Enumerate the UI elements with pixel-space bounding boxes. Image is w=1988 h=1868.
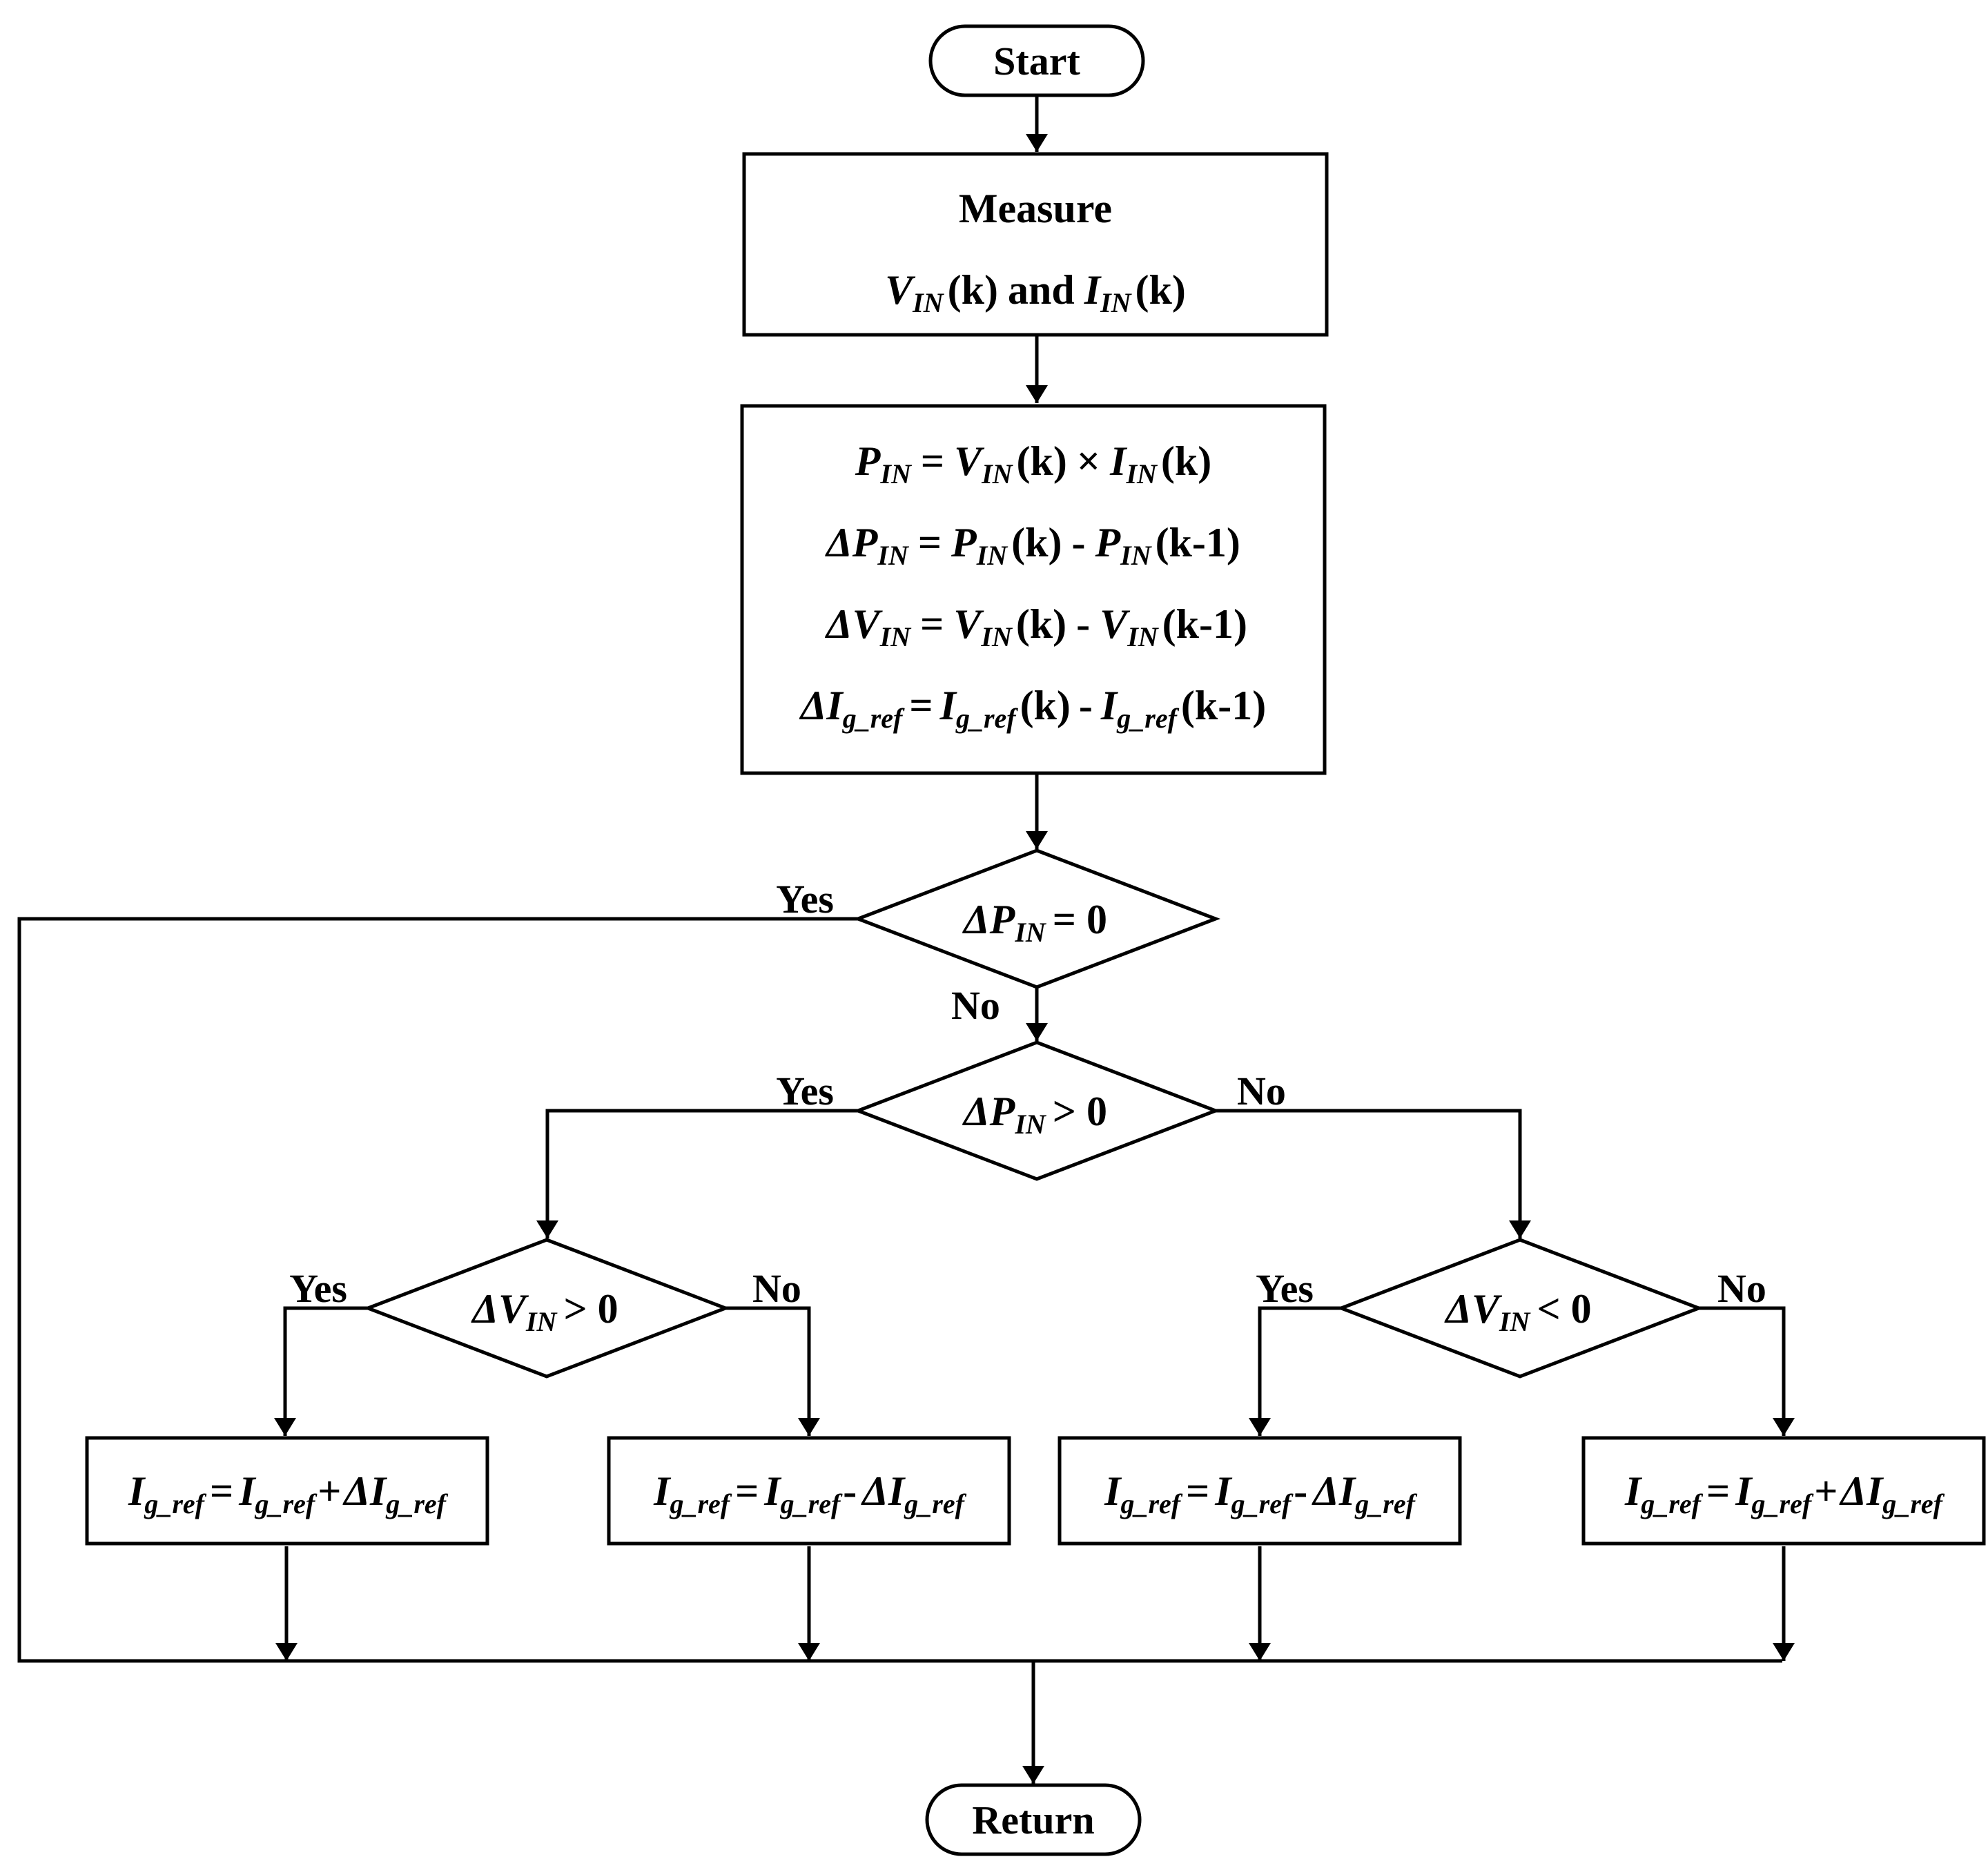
action-box-2: Ig_ref=Ig_ref-ΔIg_ref — [607, 1436, 1011, 1546]
decision-delta-p-zero-text: ΔPIN= 0 — [962, 897, 1107, 948]
decision-delta-v-negative-text: ΔVIN< 0 — [1444, 1286, 1591, 1337]
decision-delta-p-zero: ΔPIN= 0 — [852, 848, 1221, 989]
label-d1-yes: Yes — [776, 877, 834, 922]
decision-delta-p-positive: ΔPIN> 0 — [852, 1040, 1221, 1181]
label-d4-yes: Yes — [1256, 1266, 1314, 1311]
compute-box-shape — [740, 404, 1327, 775]
equation-delta-current-ref: ΔIg_ref=Ig_ref(k)-Ig_ref(k-1) — [799, 683, 1266, 734]
measure-i-argument: (k) — [1136, 267, 1186, 313]
measure-i-symbol: I — [1084, 267, 1102, 313]
measure-v-symbol: V — [885, 267, 916, 313]
label-d1-no: No — [951, 983, 1000, 1028]
action-box-3-text: Ig_ref=Ig_ref-ΔIg_ref — [1104, 1468, 1417, 1519]
action-box-4: Ig_ref=Ig_ref+ΔIg_ref — [1581, 1436, 1986, 1546]
decision-delta-v-positive-shape — [362, 1238, 731, 1379]
measure-box-shape — [742, 152, 1329, 337]
arrow-d4-yes-to-a3 — [1249, 1306, 1341, 1436]
decision-delta-p-positive-text: ΔPIN> 0 — [962, 1089, 1107, 1140]
action-box-2-shape — [607, 1436, 1011, 1546]
action-box-2-text: Ig_ref=Ig_ref-ΔIg_ref — [653, 1468, 966, 1519]
label-d2-yes: Yes — [776, 1069, 834, 1113]
arrow-d3-yes-to-a1 — [274, 1306, 368, 1436]
arrow-d2-no-to-d4 — [1216, 1109, 1531, 1238]
branch-labels: Yes No Yes No Yes No Yes No — [289, 877, 1766, 1311]
return-label: Return — [972, 1798, 1094, 1842]
measure-i-subscript: IN — [1100, 287, 1133, 318]
arrow-d3-no-to-a2 — [725, 1306, 820, 1436]
return-terminal: Return — [925, 1783, 1142, 1856]
measure-v-subscript: IN — [912, 287, 945, 318]
action-box-3-shape — [1058, 1436, 1462, 1546]
decision-delta-v-positive: ΔVIN> 0 — [362, 1238, 731, 1379]
measure-title: Measure — [959, 186, 1112, 231]
start-terminal-shape — [928, 24, 1145, 97]
line-d1-yes-bypass — [17, 917, 1782, 1663]
decision-delta-v-positive-text: ΔVIN> 0 — [471, 1286, 618, 1337]
equation-delta-voltage: ΔVIN=VIN(k)-VIN(k-1) — [825, 601, 1247, 652]
label-d3-yes: Yes — [289, 1266, 347, 1311]
measure-and: and — [1008, 267, 1075, 313]
arrow-d2-yes-to-d3 — [536, 1109, 858, 1238]
decision-delta-p-zero-shape — [852, 848, 1221, 989]
action-box-4-text: Ig_ref=Ig_ref+ΔIg_ref — [1624, 1468, 1945, 1519]
decision-delta-v-negative-shape — [1336, 1238, 1704, 1379]
compute-box: PIN=VIN(k)×IIN(k) ΔPIN=PIN(k)-PIN(k-1) Δ… — [740, 404, 1327, 775]
action-box-1-shape — [85, 1436, 489, 1546]
start-label: Start — [993, 39, 1080, 84]
equation-power: PIN=VIN(k)×IIN(k) — [855, 438, 1212, 489]
action-box-3: Ig_ref=Ig_ref-ΔIg_ref — [1058, 1436, 1462, 1546]
measure-v-argument: (k) — [948, 267, 998, 313]
label-d4-no: No — [1717, 1266, 1766, 1311]
decision-delta-v-negative: ΔVIN< 0 — [1336, 1238, 1704, 1379]
equation-delta-power: ΔPIN=PIN(k)-PIN(k-1) — [825, 520, 1240, 571]
label-d2-no: No — [1237, 1069, 1286, 1113]
start-terminal: Start — [928, 24, 1145, 97]
action-box-1: Ig_ref=Ig_ref+ΔIg_ref — [85, 1436, 489, 1546]
action-box-1-text: Ig_ref=Ig_ref+ΔIg_ref — [128, 1468, 449, 1519]
decision-delta-p-positive-shape — [852, 1040, 1221, 1181]
return-terminal-shape — [925, 1783, 1142, 1856]
label-d3-no: No — [752, 1266, 801, 1311]
connectors — [17, 97, 1795, 1784]
arrow-d4-no-to-a4 — [1699, 1306, 1795, 1436]
action-box-4-shape — [1581, 1436, 1986, 1546]
